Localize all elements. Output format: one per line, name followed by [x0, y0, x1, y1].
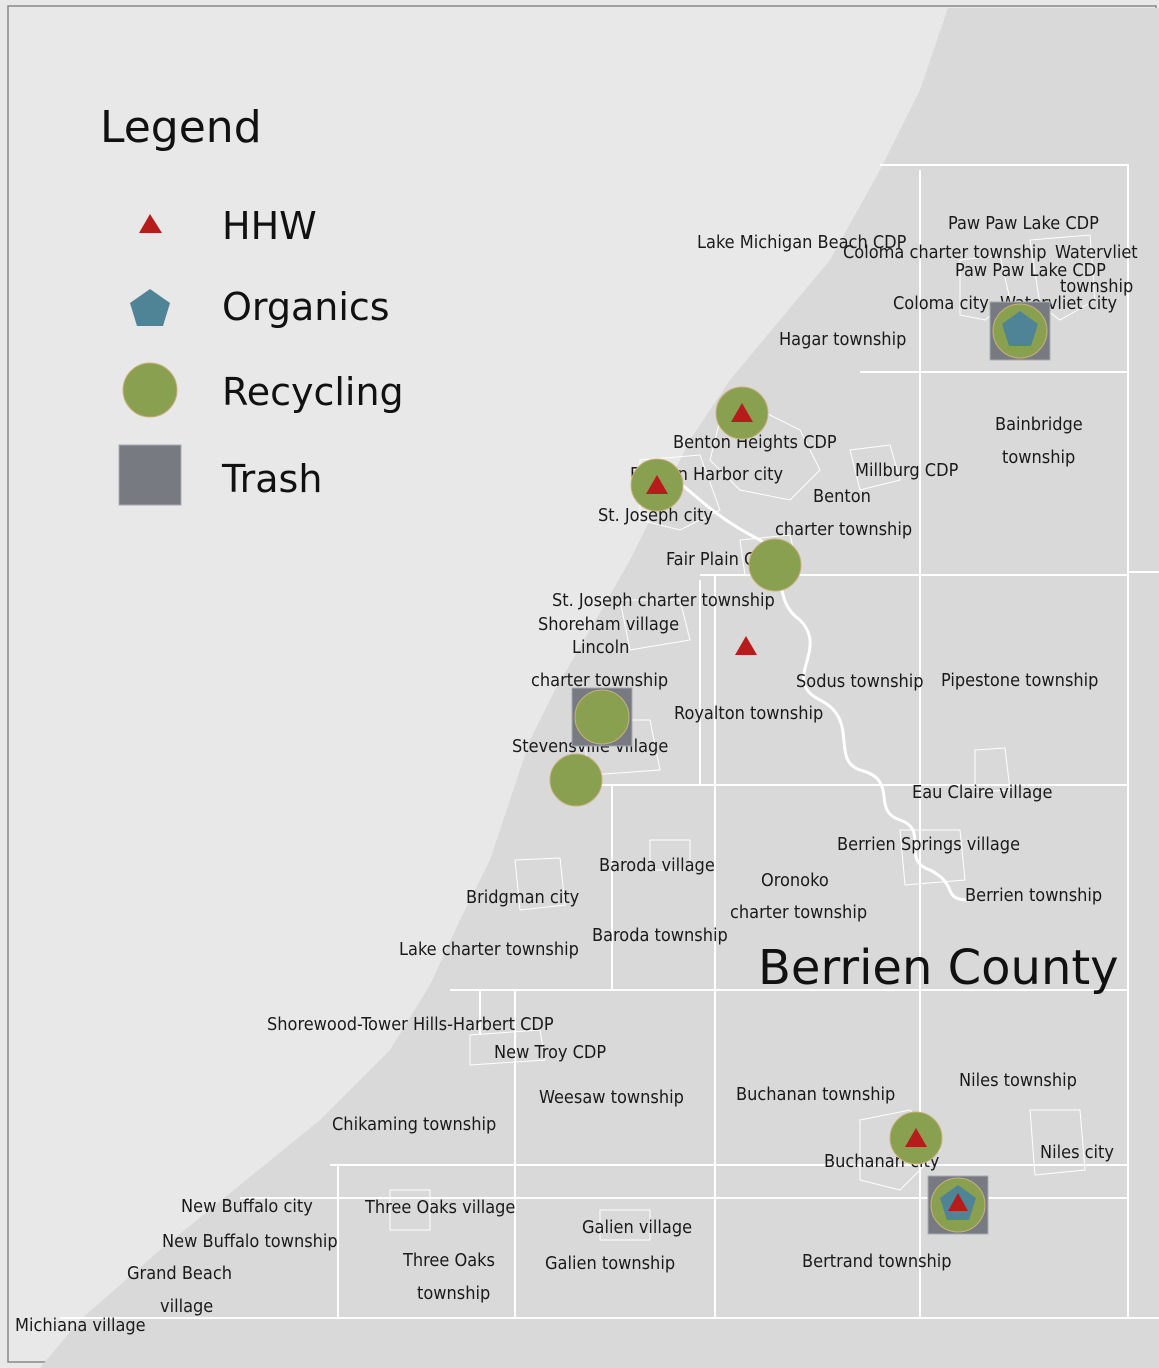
recycling-circle-icon [122, 362, 178, 418]
hhw-triangle-icon [905, 1128, 927, 1147]
place-label: New Buffalo township [162, 1231, 338, 1252]
trash-square-icon [118, 444, 182, 506]
facility-markers [549, 301, 1051, 1235]
place-label: Three Oaks village [364, 1197, 515, 1218]
facility-marker-benton-heights [715, 386, 769, 440]
place-label: Niles city [1040, 1142, 1114, 1163]
boundary-lines [60, 164, 1159, 1319]
place-label: Pipestone township [941, 670, 1098, 691]
place-label: Benton Heights CDP [673, 432, 837, 453]
facility-marker-buchanan [889, 1111, 943, 1165]
place-label: Buchanan township [736, 1084, 895, 1105]
place-label: charter township [775, 519, 912, 540]
hhw-triangle-icon [948, 1193, 968, 1211]
place-label: Galien village [582, 1217, 692, 1238]
legend-label-hhw: HHW [222, 204, 317, 248]
place-label: New Troy CDP [494, 1042, 606, 1063]
place-label: Lake Michigan Beach CDP [697, 232, 907, 253]
legend-label-trash: Trash [221, 457, 322, 501]
place-label: Hagar township [779, 329, 906, 350]
place-label: Shorewood-Tower Hills-Harbert CDP [267, 1014, 554, 1035]
place-label: Niles township [959, 1070, 1077, 1091]
place-label: Baroda township [592, 925, 728, 946]
place-label: Berrien township [965, 885, 1102, 906]
place-label: Grand Beach [127, 1263, 232, 1284]
legend-label-organics: Organics [222, 285, 390, 329]
legend: Legend HHW Organics Recycling Trash [100, 102, 404, 506]
place-label: Lake charter township [399, 939, 579, 960]
place-label: Baroda village [599, 855, 715, 876]
hhw-triangle-icon [735, 636, 757, 655]
place-label: Benton [813, 486, 871, 507]
place-label: Michiana village [15, 1315, 146, 1336]
place-label: township [1002, 447, 1075, 468]
place-label: Eau Claire village [912, 782, 1052, 803]
place-label: Weesaw township [539, 1087, 684, 1108]
place-label: Shoreham village [538, 614, 679, 635]
place-label: Watervliet [1055, 242, 1138, 263]
place-label: Oronoko [761, 870, 829, 891]
place-label: St. Joseph city [598, 505, 713, 526]
place-label: Sodus township [796, 671, 924, 692]
place-label: township [417, 1283, 490, 1304]
legend-title: Legend [100, 102, 262, 153]
recycling-circle-icon [549, 753, 603, 807]
hhw-triangle-icon [139, 214, 162, 233]
place-label: charter township [531, 670, 668, 691]
recycling-circle-icon [574, 689, 630, 745]
organics-pentagon-icon [1002, 311, 1038, 346]
place-label: Coloma city [893, 293, 989, 314]
county-label: Berrien County [758, 940, 1119, 996]
place-label: Millburg CDP [855, 460, 959, 481]
place-labels: Paw Paw Lake CDP Lake Michigan Beach CDP… [15, 213, 1138, 1336]
facility-marker-watervliet [989, 301, 1051, 361]
place-label: Chikaming township [332, 1114, 496, 1135]
place-label: Bridgman city [466, 887, 580, 908]
organics-pentagon-icon [130, 289, 170, 326]
legend-label-recycling: Recycling [222, 370, 404, 414]
place-label: Bainbridge [995, 414, 1083, 435]
place-label: Coloma charter township [843, 242, 1047, 263]
place-label: village [160, 1296, 213, 1317]
place-label: Royalton township [674, 703, 823, 724]
place-label: Berrien Springs village [837, 834, 1020, 855]
place-label: Paw Paw Lake CDP [948, 213, 1099, 234]
place-label: Bertrand township [802, 1251, 952, 1272]
hhw-triangle-icon [731, 403, 753, 422]
facility-marker-bertrand [927, 1175, 989, 1235]
place-label: New Buffalo city [181, 1196, 313, 1217]
place-label: St. Joseph charter township [552, 590, 775, 611]
recycling-circle-icon [748, 538, 802, 592]
facility-marker-lincoln [571, 687, 633, 747]
place-label: Three Oaks [402, 1250, 495, 1271]
facility-marker-st-joseph [630, 458, 684, 512]
place-label: Lincoln [572, 637, 629, 658]
place-label: Galien township [545, 1253, 675, 1274]
hhw-triangle-icon [646, 475, 668, 494]
place-label: charter township [730, 902, 867, 923]
place-label: Paw Paw Lake CDP [955, 260, 1106, 281]
place-label: township [1060, 276, 1133, 297]
